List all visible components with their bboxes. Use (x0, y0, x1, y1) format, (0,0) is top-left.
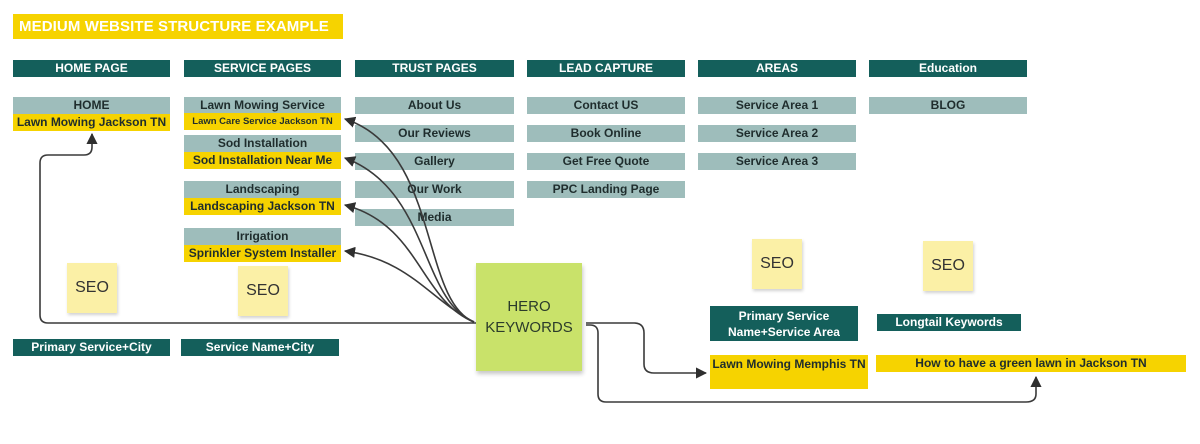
service-page-lawn-mowing: Lawn Mowing Service (184, 97, 341, 114)
label-primary-service-area: Primary Service Name+Service Area (710, 306, 858, 341)
service-keyword-sod: Sod Installation Near Me (184, 152, 341, 169)
diagram-title: MEDIUM WEBSITE STRUCTURE EXAMPLE (13, 14, 343, 39)
area-page-2: Service Area 2 (698, 125, 856, 142)
service-keyword-sprinkler: Sprinkler System Installer (184, 245, 341, 262)
label-service-name-city: Service Name+City (181, 339, 339, 356)
header-trust-pages: TRUST PAGES (355, 60, 514, 77)
arrow-hero-to-home (39, 132, 476, 324)
seo-sticky-service: SEO (238, 266, 288, 316)
lead-page-contact-us: Contact US (527, 97, 685, 114)
header-lead-capture: LEAD CAPTURE (527, 60, 685, 77)
service-keyword-landscaping: Landscaping Jackson TN (184, 198, 341, 215)
arrow-hero-to-longtail (586, 324, 1042, 403)
area-keyword-memphis: Lawn Mowing Memphis TN (710, 355, 868, 389)
lead-page-book-online: Book Online (527, 125, 685, 142)
hero-keywords-sticky: HERO KEYWORDS (476, 263, 582, 371)
trust-page-our-work: Our Work (355, 181, 514, 198)
header-areas: AREAS (698, 60, 856, 77)
seo-sticky-home: SEO (67, 263, 117, 313)
service-page-landscaping: Landscaping (184, 181, 341, 198)
area-page-1: Service Area 1 (698, 97, 856, 114)
arrow-hero-to-lawn-care (343, 116, 475, 323)
service-page-sod-installation: Sod Installation (184, 135, 341, 152)
service-page-irrigation: Irrigation (184, 228, 341, 245)
lead-page-get-free-quote: Get Free Quote (527, 153, 685, 170)
trust-page-media: Media (355, 209, 514, 226)
label-longtail-keywords: Longtail Keywords (877, 314, 1021, 331)
service-keyword-lawn-care: Lawn Care Service Jackson TN (184, 113, 341, 130)
arrow-hero-to-sod (343, 156, 475, 323)
home-page-box: HOME (13, 97, 170, 114)
trust-page-about-us: About Us (355, 97, 514, 114)
label-primary-service-city: Primary Service+City (13, 339, 170, 356)
header-home-page: HOME PAGE (13, 60, 170, 77)
seo-sticky-areas: SEO (752, 239, 802, 289)
trust-page-our-reviews: Our Reviews (355, 125, 514, 142)
header-education: Education (869, 60, 1027, 77)
arrow-hero-to-sprinkler (343, 246, 475, 323)
arrow-hero-to-memphis (586, 322, 708, 379)
area-page-3: Service Area 3 (698, 153, 856, 170)
seo-sticky-education: SEO (923, 241, 973, 291)
lead-page-ppc-landing: PPC Landing Page (527, 181, 685, 198)
education-keyword-longtail: How to have a green lawn in Jackson TN (876, 355, 1186, 372)
header-service-pages: SERVICE PAGES (184, 60, 341, 77)
home-keyword: Lawn Mowing Jackson TN (13, 114, 170, 131)
education-page-blog: BLOG (869, 97, 1027, 114)
